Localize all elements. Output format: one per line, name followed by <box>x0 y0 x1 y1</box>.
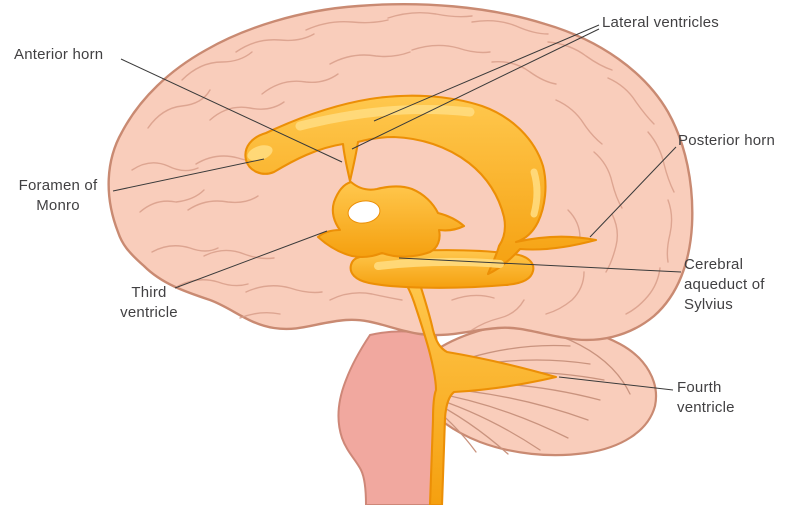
brainstem-shape <box>337 330 442 505</box>
leader-lateral-2 <box>351 28 600 150</box>
leader-lines <box>112 24 682 391</box>
leader-fourth-ventricle <box>558 376 674 391</box>
label-third-ventricle: Third ventricle <box>120 284 178 321</box>
label-cerebral-aqueduct-of-sylvius: Cerebral aqueduct of Sylvius <box>684 256 765 313</box>
leader-cerebral-aqueduct <box>398 257 682 273</box>
label-fourth-ventricle: Fourth ventricle <box>677 379 735 416</box>
label-anterior-horn: Anterior horn <box>14 46 104 63</box>
leader-anterior-horn <box>120 58 343 163</box>
leader-foramen-of-monro <box>112 158 265 192</box>
leader-lateral-1 <box>373 24 600 122</box>
leader-third-ventricle <box>174 230 328 289</box>
third-ventricle-shape <box>316 180 466 259</box>
ventricle-highlights <box>247 104 541 270</box>
aqueduct-fourth-ventricle-shape <box>401 276 558 505</box>
ventricular-system <box>244 94 598 505</box>
label-lateral-ventricles: Lateral ventricles <box>602 14 719 31</box>
cerebrum-shape <box>107 2 694 342</box>
interthalamic-adhesion-hole <box>347 200 381 224</box>
label-foramen-of-monro: Foramen of Monro <box>18 177 98 214</box>
gyri-lines <box>131 11 675 331</box>
label-posterior-horn: Posterior horn <box>678 132 776 149</box>
leader-posterior-horn <box>589 146 677 238</box>
